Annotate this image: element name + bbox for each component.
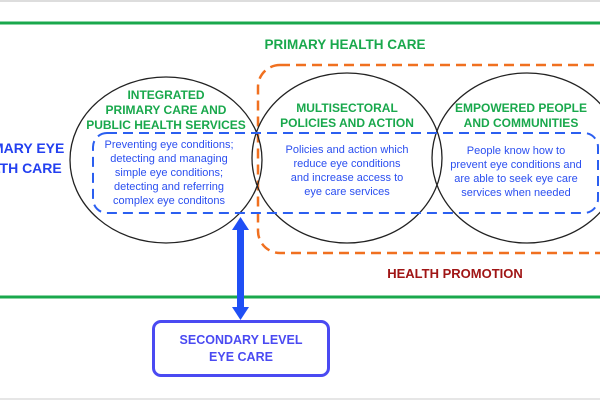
circle-3-heading: EMPOWERED PEOPLE AND COMMUNITIES xyxy=(441,101,600,131)
heading-line: PRIMARY CARE AND xyxy=(105,103,227,117)
circle-1-body: Preventing eye conditions; detecting and… xyxy=(96,138,242,208)
circle-multisectoral xyxy=(251,72,443,244)
circle-empowered xyxy=(431,72,600,244)
body-line: Policies and action which xyxy=(285,144,409,156)
primary-eye-care-label: MARY EYE LTH CARE xyxy=(0,138,64,178)
body-line: are able to seek eye care xyxy=(454,173,578,185)
body-line: prevent eye conditions and xyxy=(450,159,582,171)
body-line: People know how to xyxy=(466,145,566,157)
body-line: detecting and managing xyxy=(110,153,228,165)
heading-line: MULTISECTORAL xyxy=(296,101,398,115)
circle-2-heading: MULTISECTORAL POLICIES AND ACTION xyxy=(267,101,427,131)
body-line: simple eye conditions; xyxy=(114,167,224,179)
body-line: services when needed xyxy=(461,187,571,199)
body-line: reduce eye conditions xyxy=(293,158,401,170)
body-line: Preventing eye conditions; xyxy=(104,139,234,151)
heading-line: AND COMMUNITIES xyxy=(463,116,579,130)
body-line: and increase access to xyxy=(290,172,404,184)
primary-health-care-title: PRIMARY HEALTH CARE xyxy=(264,37,426,52)
heading-line: PUBLIC HEALTH SERVICES xyxy=(86,118,246,132)
body-line: eye care services xyxy=(304,186,390,198)
health-promotion-boundary xyxy=(256,63,600,255)
body-line: detecting and referring xyxy=(113,181,225,193)
body-line: complex eye conditons xyxy=(113,195,225,207)
circle-2-body: Policies and action which reduce eye con… xyxy=(267,143,427,199)
health-promotion-label: HEALTH PROMOTION xyxy=(387,266,523,281)
circle-1-heading: INTEGRATED PRIMARY CARE AND PUBLIC HEALT… xyxy=(86,88,246,133)
secondary-level-eye-care-box: SECONDARY LEVEL EYE CARE xyxy=(152,320,330,377)
double-arrow xyxy=(232,217,249,320)
circle-integrated-care xyxy=(69,76,263,244)
secondary-label: SECONDARY LEVEL EYE CARE xyxy=(179,332,303,364)
label-line: LTH CARE xyxy=(0,160,62,176)
label-line: MARY EYE xyxy=(0,140,65,156)
heading-line: POLICIES AND ACTION xyxy=(280,116,414,130)
heading-line: EMPOWERED PEOPLE xyxy=(454,101,588,115)
circle-3-body: People know how to prevent eye condition… xyxy=(431,144,600,200)
primary-eye-care-boundary xyxy=(92,132,599,214)
heading-line: INTEGRATED xyxy=(127,88,205,102)
